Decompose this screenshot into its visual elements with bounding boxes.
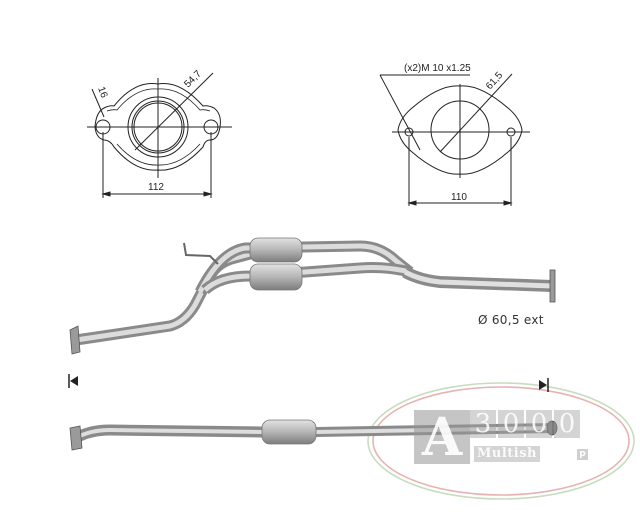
watermark-digit: 0 — [554, 410, 580, 438]
watermark-logo-subtitle: Multish — [474, 446, 540, 462]
watermark-digit: 3 — [470, 410, 496, 438]
watermark-logo-tail: p — [577, 449, 588, 460]
left-bore-dim: 54,7 — [182, 68, 204, 90]
right-bore-dim: 61,5 — [484, 70, 505, 92]
top-view-assembly — [69, 237, 556, 355]
outlet-flange — [549, 269, 556, 303]
watermark-rings — [367, 382, 635, 500]
watermark-logo-digits: 3 0 0 0 — [470, 410, 580, 438]
right-width-dim: 110 — [451, 192, 467, 203]
sensor-bracket — [183, 242, 219, 265]
side-catalytic-converter — [261, 419, 317, 445]
watermark-digit: 0 — [498, 410, 524, 438]
left-width-dim: 112 — [148, 182, 164, 193]
outer-diameter-label: Ø 60,5 ext — [478, 313, 544, 327]
left-hole-dim: 16 — [95, 85, 109, 100]
start-arrow-icon — [68, 374, 78, 388]
side-outlet-end — [546, 420, 558, 436]
end-arrow-icon — [539, 378, 549, 392]
right-flange-drawing — [379, 73, 530, 206]
inlet-flange — [69, 325, 81, 355]
right-thread-dim: (x2)M 10 x1.25 — [404, 63, 471, 74]
watermark-logo-letter: A — [414, 410, 470, 466]
watermark-digit: 0 — [526, 410, 552, 438]
left-flange-drawing — [87, 72, 232, 198]
lower-catalytic-converter — [249, 263, 303, 291]
side-inlet-flange — [69, 425, 83, 451]
upper-catalytic-converter — [249, 237, 303, 263]
